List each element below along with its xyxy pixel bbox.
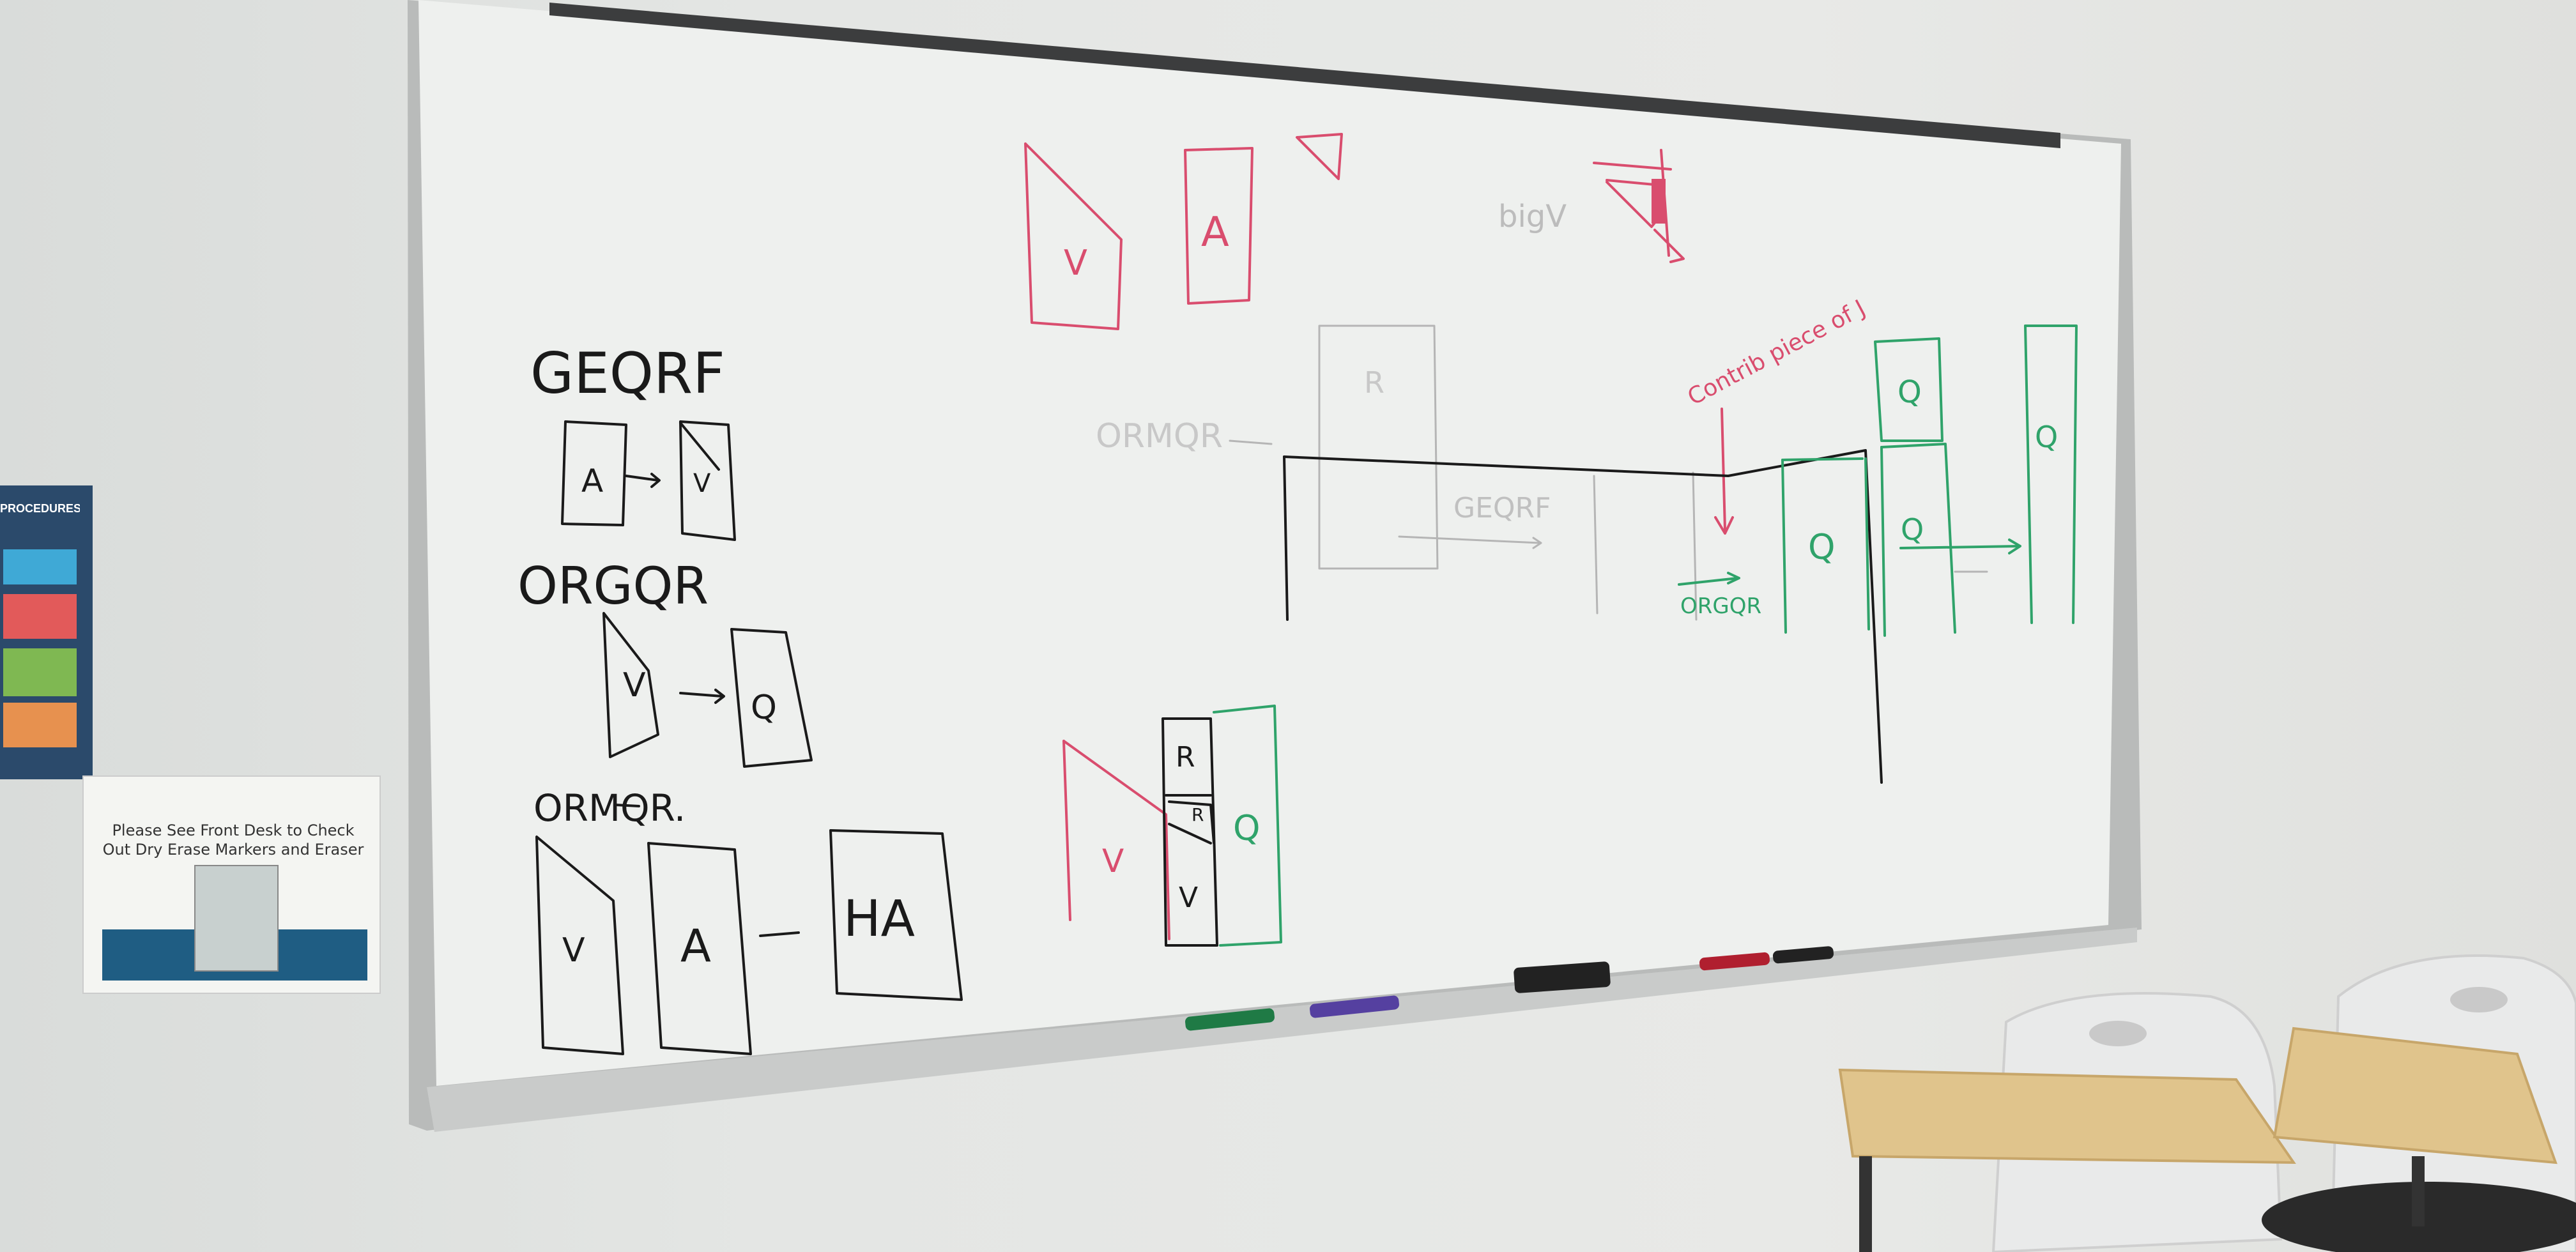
- green-q-boxes-stack: [1874, 337, 1956, 637]
- geqrf-a-letter: A: [581, 462, 603, 500]
- orgqr-q-letter: Q: [751, 689, 777, 727]
- bottom-green-q-box: [1213, 705, 1282, 947]
- green-arrow: [1678, 538, 2021, 586]
- red-triangle: [1296, 133, 1343, 180]
- procedures-poster-title: PROCEDURES: [0, 502, 80, 515]
- bottom-v-red: V: [1102, 843, 1124, 880]
- green-q-box-right: [2024, 324, 2078, 624]
- gray-r-letter: R: [1364, 365, 1384, 400]
- marker-purple: [1310, 995, 1399, 1018]
- gray-ormqr-label: ORMQR: [1096, 417, 1223, 455]
- marker-tray: [427, 928, 2137, 1132]
- desk-left: [1838, 1068, 2296, 1252]
- black-bracket: [1283, 449, 1883, 784]
- bottom-red-v-shape: [1062, 740, 1170, 940]
- procedures-poster: [0, 485, 93, 779]
- red-a-letter: A: [1201, 209, 1229, 256]
- gray-faint-arrows: [1229, 439, 1988, 621]
- ormqr-ha-letters: HA: [843, 890, 915, 948]
- ormqr-a-letter: A: [680, 920, 711, 972]
- map-rail: [549, 3, 2060, 148]
- bottom-q-green: Q: [1233, 808, 1261, 848]
- whiteboard-surface: [418, 0, 2121, 1086]
- marker-green: [1185, 1008, 1275, 1031]
- orgqr-v-letter: V: [623, 666, 646, 705]
- red-big-v-sketch: [1593, 149, 1685, 263]
- geqrf-v-letter: V: [693, 469, 711, 498]
- bottom-r-small: R: [1192, 804, 1204, 825]
- green-orgqr-label: ORGQR: [1680, 593, 1761, 619]
- notice-text: Please See Front Desk to Check Out Dry E…: [102, 821, 364, 859]
- label-geqrf: GEQRF: [530, 340, 725, 406]
- red-big-v-label: bigV: [1498, 199, 1567, 234]
- notice-sign: [82, 775, 381, 994]
- green-q-stack-bottom: Q: [1901, 512, 1924, 547]
- marker-red: [1699, 952, 1770, 971]
- red-a-box: [1184, 147, 1254, 305]
- geqrf-diagram: [561, 420, 736, 541]
- bottom-black-r-stack: [1162, 717, 1218, 947]
- eraser: [1514, 961, 1611, 993]
- green-q-center: Q: [1808, 527, 1836, 567]
- green-q-box-center: [1781, 457, 1870, 634]
- red-contrib-arrow: [1714, 408, 1734, 535]
- ormqr-diagram: [535, 804, 963, 1055]
- bottom-v-black: V: [1179, 882, 1198, 914]
- gray-geqrf-label: GEQRF: [1453, 492, 1551, 524]
- label-orgqr: ORGQR: [518, 556, 709, 616]
- ormqr-v-letter: V: [562, 931, 585, 970]
- red-v-letter: V: [1064, 243, 1087, 283]
- red-v-box: [1024, 142, 1123, 330]
- green-q-stack-top: Q: [1897, 374, 1922, 410]
- marker-black: [1772, 946, 1834, 964]
- gray-r-box: [1318, 324, 1439, 570]
- bottom-r-top: R: [1176, 741, 1195, 774]
- green-q-right: Q: [2035, 420, 2058, 454]
- desk-right: [2262, 1027, 2576, 1252]
- orgqr-diagram: [602, 612, 813, 768]
- label-ormqr: ORMQR.: [533, 786, 686, 830]
